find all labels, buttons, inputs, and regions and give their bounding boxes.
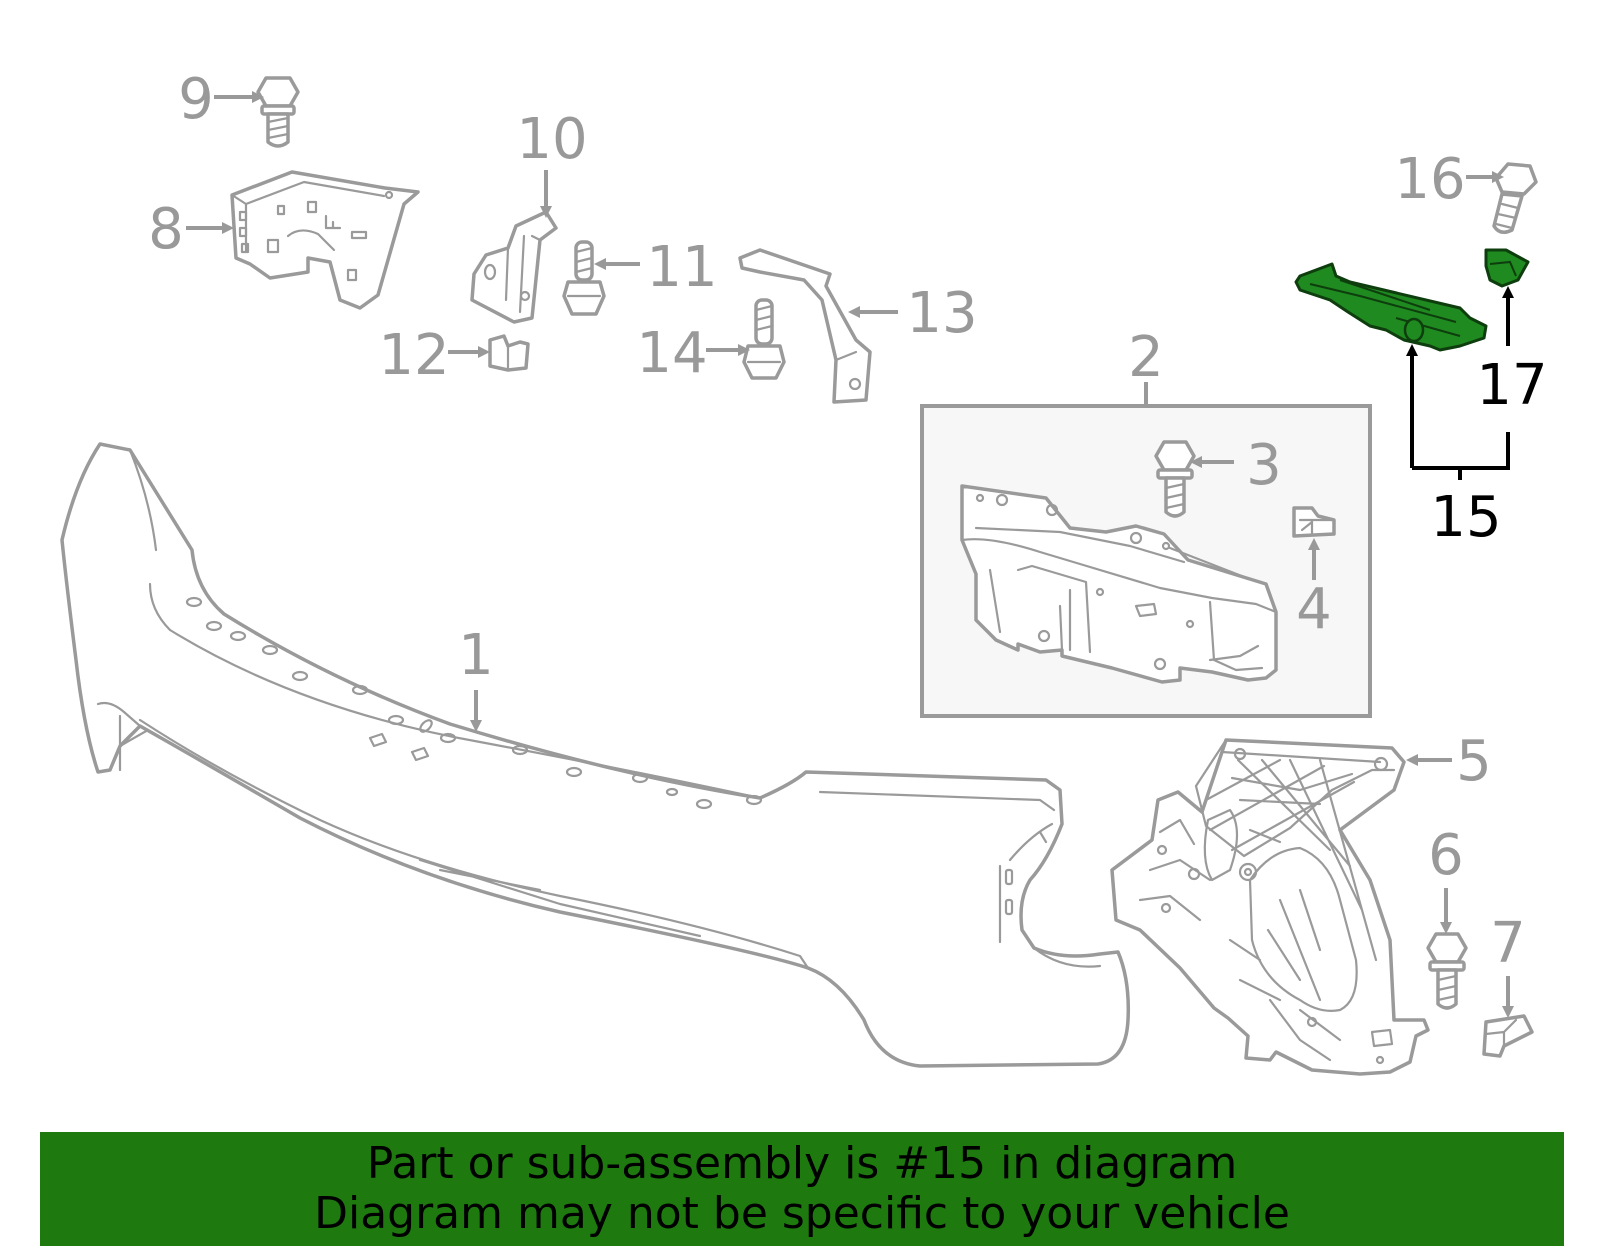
- part-3-bolt: [1154, 440, 1196, 518]
- info-banner: Part or sub-assembly is #15 in diagram D…: [40, 1132, 1564, 1246]
- callout-9: 9: [178, 67, 214, 132]
- callout-16: 16: [1394, 147, 1465, 212]
- part-5-bracket: [1110, 738, 1430, 1076]
- banner-line-2: Diagram may not be specific to your vehi…: [314, 1188, 1290, 1239]
- part-4-clip: [1292, 506, 1336, 538]
- callout-17: 17: [1476, 353, 1547, 418]
- part-12-clip: [488, 334, 530, 372]
- part-2-reinforcement: [960, 484, 1278, 684]
- callout-4: 4: [1296, 577, 1332, 642]
- callout-5: 5: [1456, 729, 1492, 794]
- part-13-bracket: [738, 248, 872, 404]
- callout-3: 3: [1246, 433, 1282, 498]
- callout-7: 7: [1490, 911, 1526, 976]
- part-9-bolt: [256, 76, 300, 148]
- banner-line-1: Part or sub-assembly is #15 in diagram: [366, 1138, 1238, 1189]
- part-16-bolt: [1492, 162, 1538, 234]
- callout-12: 12: [378, 323, 449, 388]
- callout-8: 8: [148, 197, 184, 262]
- part-10-bracket: [470, 210, 558, 324]
- part-1-bumper: [60, 442, 1131, 1068]
- callout-14: 14: [636, 321, 707, 386]
- part-6-bolt: [1426, 932, 1468, 1010]
- callout-6: 6: [1428, 823, 1464, 888]
- callout-1: 1: [458, 623, 494, 688]
- part-7-clip: [1482, 1014, 1534, 1058]
- callout-13: 13: [906, 281, 977, 346]
- part-8-bracket: [230, 170, 420, 310]
- part-11-bolt: [562, 240, 606, 316]
- callout-10: 10: [516, 107, 587, 172]
- part-14-bolt: [742, 298, 786, 380]
- part-17-clip-highlighted: [1484, 248, 1530, 288]
- callout-2: 2: [1128, 325, 1164, 390]
- callouts: 1 2 3 4 5 6 7 8 9 10 11 12 13 14 15 16 1…: [148, 67, 1547, 976]
- part-15-bracket-highlighted: [1294, 262, 1488, 352]
- callout-15: 15: [1430, 485, 1501, 550]
- leader-lines: [186, 91, 1514, 1018]
- callout-11: 11: [646, 235, 717, 300]
